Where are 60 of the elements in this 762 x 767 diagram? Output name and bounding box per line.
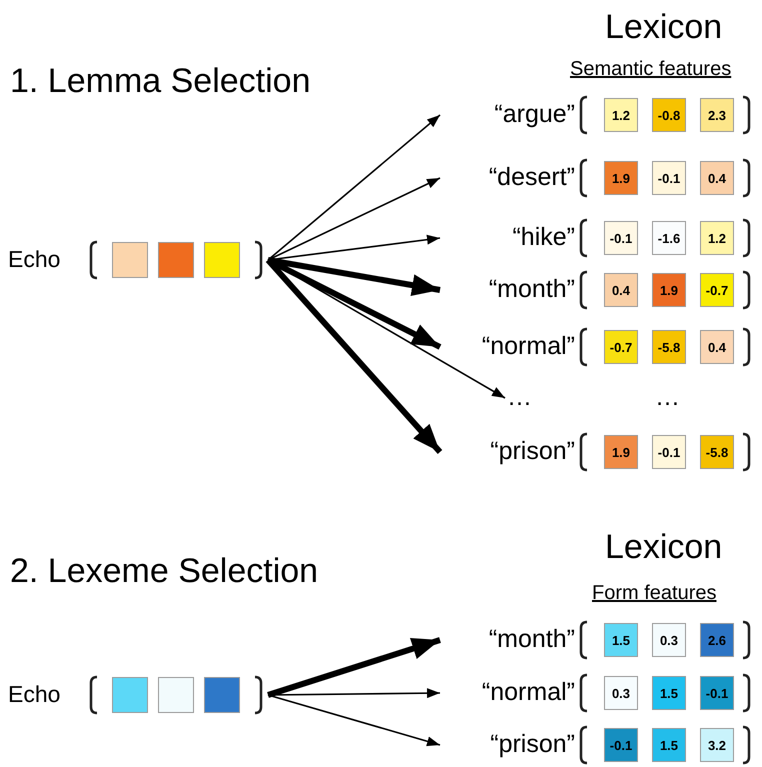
- arrow: [266, 258, 442, 454]
- value-cell: 1.5: [652, 676, 686, 710]
- value-cell: 0.3: [652, 623, 686, 657]
- arrow: [268, 259, 506, 399]
- ellipsis-text: …: [655, 383, 680, 412]
- color-cell: [158, 242, 194, 278]
- value-cell: 0.4: [604, 273, 638, 307]
- arrow: [267, 637, 441, 698]
- section-heading: 1. Lemma Selection: [10, 62, 310, 101]
- value-cell: -0.1: [652, 161, 686, 195]
- word-label: “month”: [488, 275, 575, 304]
- value-cell: 1.9: [604, 435, 638, 469]
- lexicon-heading: Lexicon: [605, 528, 722, 567]
- value-cell: 0.4: [700, 161, 734, 195]
- arrow: [268, 694, 440, 746]
- word-label: “normal”: [482, 678, 575, 707]
- word-label: “prison”: [490, 437, 575, 466]
- value-cell: 0.3: [604, 676, 638, 710]
- value-cell: 0.4: [700, 330, 734, 364]
- color-cell: [204, 677, 240, 713]
- color-cell: [158, 677, 194, 713]
- value-cell: 1.5: [604, 623, 638, 657]
- column-heading: Form features: [592, 582, 716, 605]
- value-cell: -5.8: [652, 330, 686, 364]
- vector-name: Echo: [8, 681, 60, 708]
- arrow: [268, 688, 440, 698]
- arrow: [266, 257, 442, 350]
- section-heading: 2. Lexeme Selection: [10, 552, 318, 591]
- arrow: [267, 257, 441, 296]
- value-cell: 1.2: [700, 221, 734, 255]
- word-label: “hike”: [512, 223, 575, 252]
- value-cell: -0.7: [700, 273, 734, 307]
- word-label: “desert”: [488, 163, 575, 192]
- word-label: “normal”: [482, 332, 575, 361]
- word-label: “month”: [488, 625, 575, 654]
- color-cell: [112, 677, 148, 713]
- word-label: “prison”: [490, 730, 575, 759]
- value-cell: 2.3: [700, 98, 734, 132]
- value-cell: -0.7: [604, 330, 638, 364]
- value-cell: -0.8: [652, 98, 686, 132]
- column-heading: Semantic features: [570, 58, 732, 81]
- value-cell: 1.5: [652, 728, 686, 762]
- value-cell: -0.1: [700, 676, 734, 710]
- lexicon-heading: Lexicon: [605, 8, 722, 47]
- value-cell: 2.6: [700, 623, 734, 657]
- value-cell: -1.6: [652, 221, 686, 255]
- value-cell: 1.2: [604, 98, 638, 132]
- value-cell: -0.1: [604, 221, 638, 255]
- value-cell: -0.1: [604, 728, 638, 762]
- color-cell: [204, 242, 240, 278]
- value-cell: -0.1: [652, 435, 686, 469]
- value-cell: 1.9: [604, 161, 638, 195]
- color-cell: [112, 242, 148, 278]
- value-cell: -5.8: [700, 435, 734, 469]
- ellipsis-text: …: [507, 383, 532, 412]
- value-cell: 1.9: [652, 273, 686, 307]
- value-cell: 3.2: [700, 728, 734, 762]
- vector-name: Echo: [8, 246, 60, 273]
- arrow: [268, 177, 440, 261]
- word-label: “argue”: [494, 100, 575, 129]
